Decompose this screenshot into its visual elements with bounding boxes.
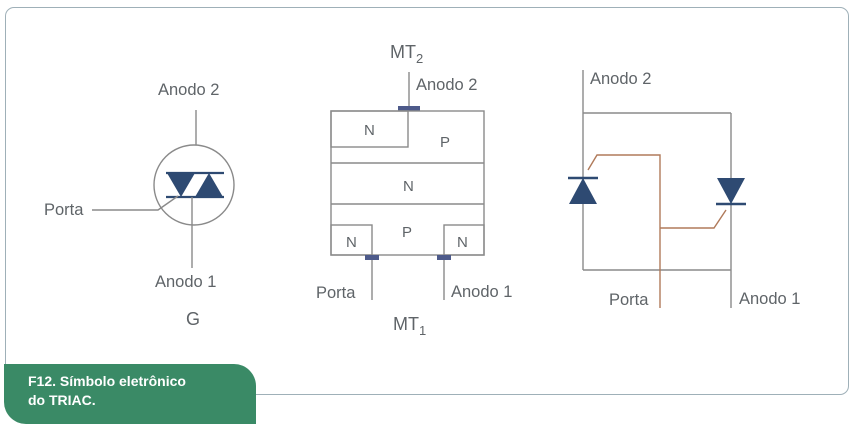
- structure-bottom-n-left-region: [330, 224, 373, 256]
- structure-top-n-region: [330, 110, 409, 148]
- equivalent-gate-wire: [587, 154, 661, 308]
- structure-top-contact: [398, 106, 420, 111]
- caption-line-1: F12. Símbolo eletrônico: [28, 373, 186, 389]
- symbol-anode1-label: Anodo 1: [155, 273, 216, 291]
- caption-line-2: do TRIAC.: [28, 392, 96, 408]
- structure-bottom-n-left-label: N: [346, 234, 357, 251]
- symbol-gate-label: Porta: [44, 201, 84, 219]
- equivalent-left-thyristor-icon: [569, 178, 597, 204]
- structure-bottom-n-right-region: [443, 224, 485, 256]
- structure-bottom-n-right-label: N: [457, 234, 468, 251]
- structure-bottom-contact: [437, 255, 451, 260]
- structure-anode2-label: Anodo 2: [416, 76, 477, 94]
- figure-caption: F12. Símbolo eletrônico do TRIAC.: [4, 364, 256, 424]
- equivalent-anode1-label: Anodo 1: [739, 290, 800, 308]
- symbol-triangle-down: [167, 173, 195, 197]
- structure-bottom-p-label: P: [402, 224, 412, 241]
- equivalent-anode2-label: Anodo 2: [590, 70, 651, 88]
- equivalent-right-thyristor-icon: [717, 178, 745, 204]
- equivalent-gate-label: Porta: [609, 291, 649, 309]
- symbol-circle: [153, 144, 235, 226]
- structure-mt2-label: MT2: [390, 42, 423, 66]
- triac-equivalent-circuit: Anodo 2 Porta Anodo 1: [568, 70, 800, 309]
- symbol-anode2-label: Anodo 2: [158, 81, 219, 99]
- symbol-gate-lead: [92, 195, 179, 211]
- structure-gate-label: Porta: [316, 284, 356, 302]
- equivalent-gate-branch: [660, 209, 727, 229]
- structure-mid-n-label: N: [403, 178, 414, 195]
- structure-gate-contact: [365, 255, 379, 260]
- triac-structure: MT2 Anodo 2 N P N N P N Porta Anodo 1 MT…: [316, 42, 512, 338]
- structure-top-p-label: P: [440, 134, 450, 151]
- symbol-letter-g: G: [186, 309, 200, 329]
- structure-anode1-label: Anodo 1: [451, 283, 512, 301]
- symbol-triangle-up: [195, 173, 223, 197]
- triac-symbol: Anodo 2 Porta Anodo 1 G: [44, 81, 235, 329]
- structure-top-n-label: N: [364, 122, 375, 139]
- structure-mt1-label: MT1: [393, 314, 426, 338]
